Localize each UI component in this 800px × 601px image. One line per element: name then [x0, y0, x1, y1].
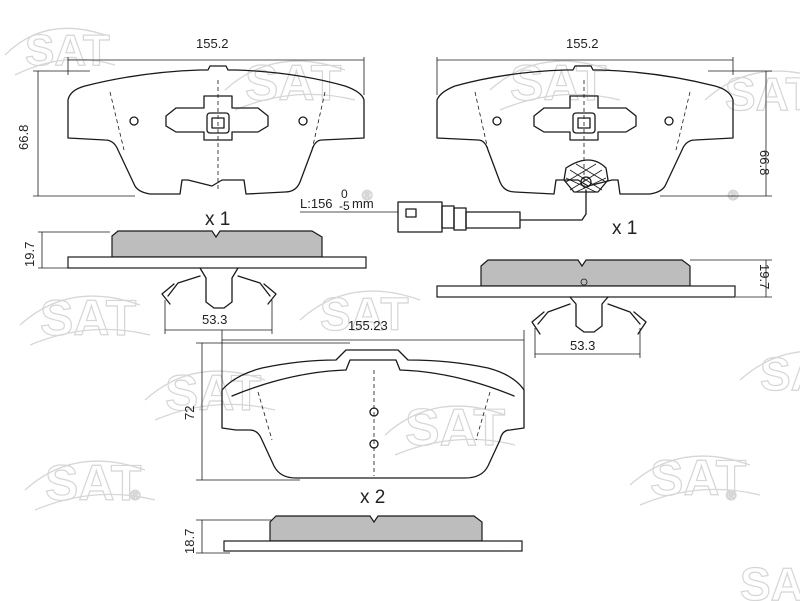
watermark-mark: SAT: [299, 287, 421, 341]
watermark-mark: SAT: [704, 67, 800, 121]
side-left-thickness-label: 19.7: [22, 242, 37, 267]
svg-text:SAT: SAT: [245, 55, 341, 111]
watermark-mark: SAT: [144, 364, 276, 422]
front-right-pad: 155.2 66.8 L:156 0 -5 mm x 1: [300, 36, 772, 239]
side-left-pad: 19.7 53.3: [22, 230, 367, 334]
watermark-mark: SAT: [739, 557, 800, 601]
svg-text:SAT: SAT: [760, 348, 800, 400]
watermark-mark: SAT: [489, 54, 621, 112]
watermark-trademark: ®: [362, 187, 373, 203]
front-right-pad-outline: [436, 65, 734, 195]
svg-text:SAT: SAT: [740, 558, 800, 601]
rear-side-pad: 18.7: [182, 515, 523, 554]
watermark-trademark: ®: [728, 187, 739, 203]
side-left-friction-material: [111, 230, 323, 258]
rear-width-label: 155.23: [348, 318, 388, 333]
svg-text:SAT: SAT: [510, 55, 606, 111]
rear-pad-outline: [221, 349, 525, 479]
front-left-height-label: 66.8: [16, 125, 31, 150]
svg-text:SAT: SAT: [45, 455, 141, 511]
front-left-width-label: 155.2: [196, 36, 229, 51]
front-left-pad-outline: [67, 65, 365, 195]
wear-sensor-connector: [397, 201, 443, 233]
sensor-length-label: L:156: [300, 196, 333, 211]
front-left-quantity: x 1: [205, 209, 230, 230]
side-right-thickness-label: 19.7: [757, 264, 772, 289]
rear-height-label: 72: [182, 406, 197, 420]
svg-text:SAT: SAT: [320, 288, 409, 340]
rear-side-friction-material: [269, 515, 483, 542]
front-left-pad: 155.2 66.8 x 1: [16, 36, 365, 230]
svg-text:SAT: SAT: [25, 26, 110, 75]
watermark-layer: SAT SAT SAT SAT SAT SAT SAT SAT: [4, 25, 800, 601]
front-right-width-label: 155.2: [566, 36, 599, 51]
side-right-clip-label: 53.3: [570, 338, 595, 353]
rear-quantity: x 2: [360, 487, 385, 508]
wear-sensor-wire: [519, 189, 587, 221]
side-right-friction-material: [480, 259, 691, 287]
side-right-pad: 19.7 53.3: [436, 259, 772, 358]
watermark-mark: SAT: [384, 398, 516, 458]
svg-text:SAT: SAT: [650, 450, 746, 506]
sensor-tolerance-upper: 0: [341, 187, 348, 201]
side-right-backing-plate: [436, 285, 736, 298]
front-right-height-label: 66.8: [757, 150, 772, 175]
watermark-trademark: ®: [726, 487, 737, 503]
sensor-unit: mm: [352, 196, 374, 211]
side-left-backing-plate: [67, 256, 367, 269]
svg-text:SAT: SAT: [725, 68, 800, 120]
svg-text:SAT: SAT: [40, 290, 136, 346]
sensor-tolerance-lower: -5: [339, 199, 350, 213]
watermark-mark: SAT: [224, 54, 356, 112]
watermark-mark: SAT: [24, 454, 156, 512]
watermark-trademark: ®: [130, 487, 141, 503]
svg-text:SAT: SAT: [405, 399, 505, 457]
wear-sensor-housing: [563, 159, 609, 193]
rear-thickness-label: 18.7: [182, 529, 197, 554]
watermark-mark: SAT: [4, 25, 116, 76]
front-right-quantity: x 1: [612, 218, 637, 239]
rear-pad: 155.23 72 x 2: [182, 318, 525, 508]
side-left-clip-label: 53.3: [202, 312, 227, 327]
rear-side-backing-plate: [223, 540, 523, 552]
watermark-mark: SAT: [19, 289, 151, 347]
watermark-mark: SAT: [629, 449, 761, 507]
watermark-mark: SAT: [739, 347, 800, 401]
